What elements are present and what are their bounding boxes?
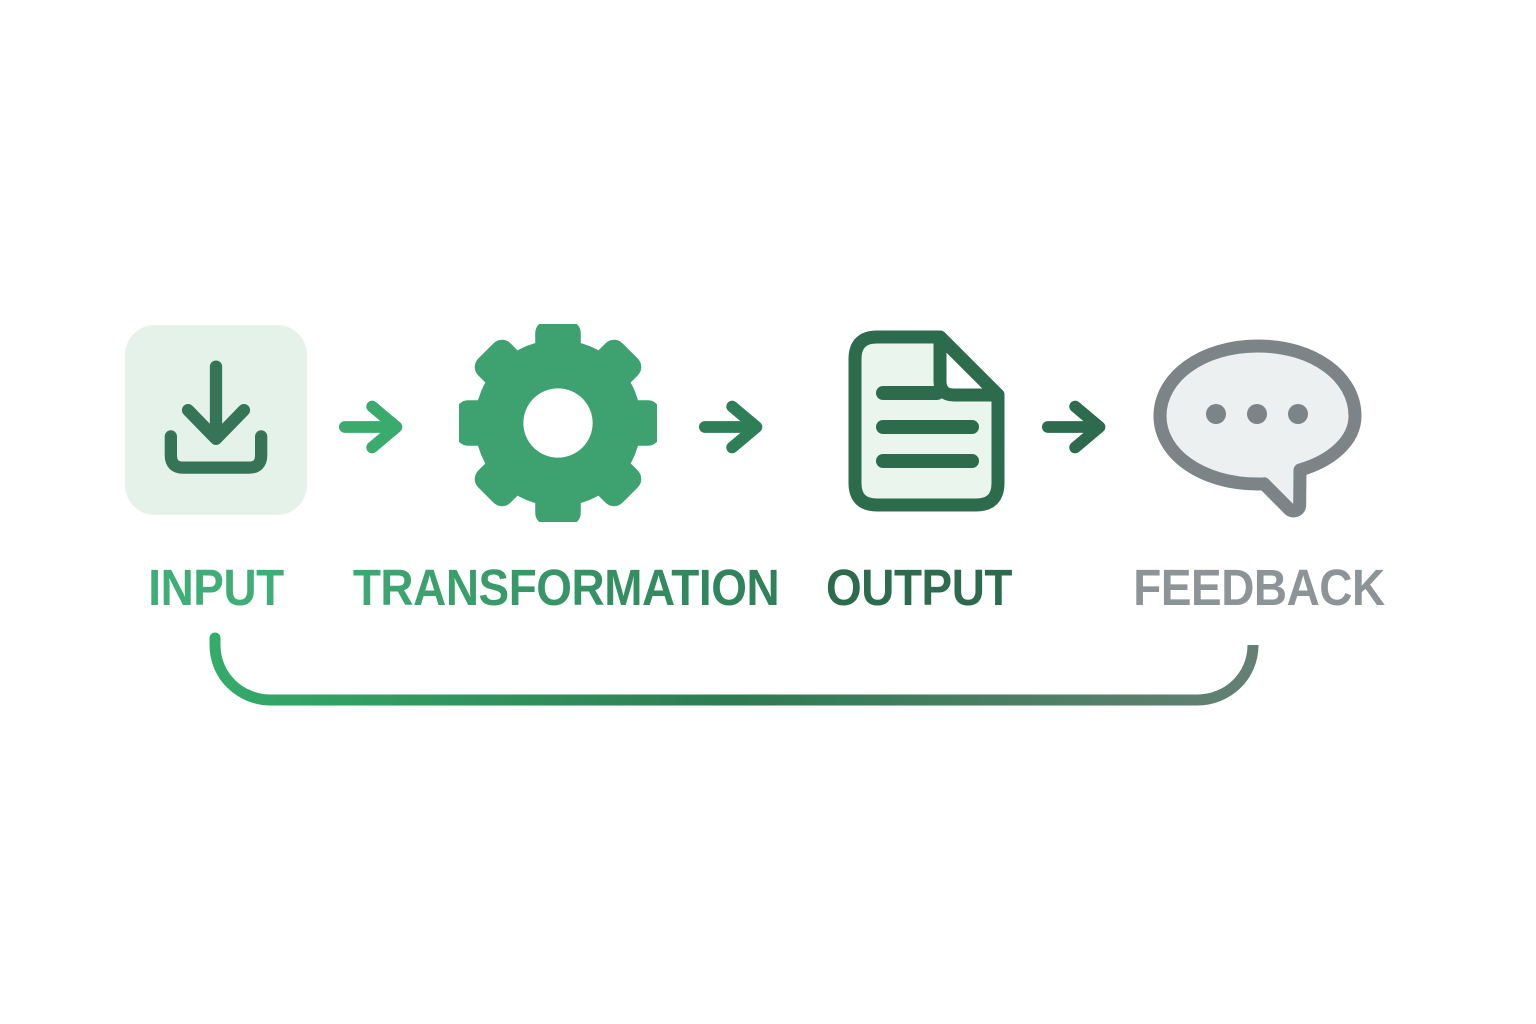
document-icon xyxy=(848,330,1005,512)
arrow-transformation-to-output xyxy=(698,400,763,454)
stage-label-output: OUTPUT xyxy=(826,559,1012,616)
stage-label-feedback: FEEDBACK xyxy=(1133,559,1385,616)
stage-label-input: INPUT xyxy=(148,559,284,616)
speech-bubble-icon xyxy=(1153,339,1362,518)
arrow-output-to-feedback xyxy=(1041,400,1106,454)
stage-label-transformation: TRANSFORMATION xyxy=(352,559,780,616)
download-icon xyxy=(164,360,268,474)
arrow-input-to-transformation xyxy=(338,400,403,454)
gear-icon xyxy=(459,324,657,522)
input-stage-card xyxy=(125,325,307,515)
